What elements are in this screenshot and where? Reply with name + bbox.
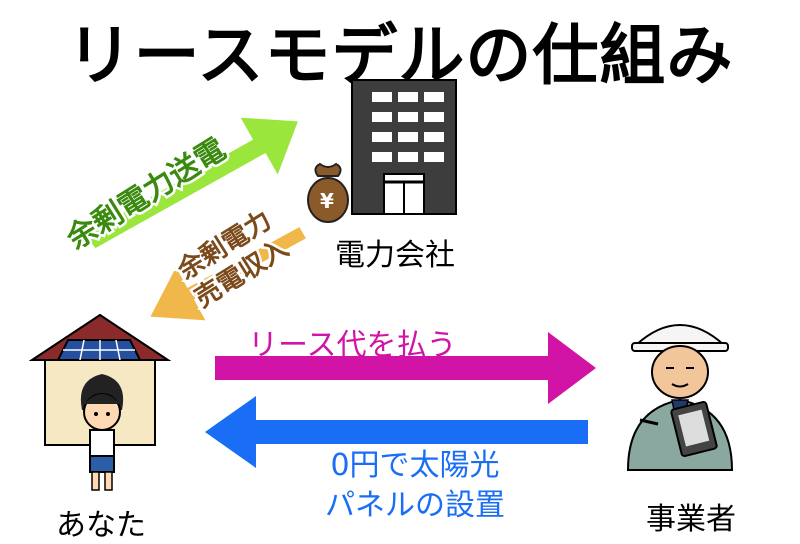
install-label: 0円で太陽光 パネルの設置 xyxy=(285,446,545,526)
install-label-line1: 0円で太陽光 xyxy=(330,448,500,483)
you-label: あなた xyxy=(56,508,146,543)
power-company-label: 電力会社 xyxy=(335,238,455,273)
lease-fee-arrow xyxy=(215,332,596,404)
yen-symbol: ¥ xyxy=(320,189,334,213)
business-worker-icon xyxy=(626,324,734,471)
business-label: 事業者 xyxy=(646,502,736,537)
install-label-line2: パネルの設置 xyxy=(325,488,505,523)
surplus-transmission-label: 余剰電力送電 xyxy=(60,132,232,258)
lease-fee-label: リース代を払う xyxy=(248,328,457,363)
install-arrow xyxy=(205,396,588,468)
money-bag-icon: ¥ xyxy=(307,162,349,223)
person-you-icon xyxy=(80,374,124,491)
surplus-transmission-arrow xyxy=(79,114,303,252)
surplus-sale-arrow xyxy=(145,222,311,324)
power-company-building-icon xyxy=(351,79,457,215)
